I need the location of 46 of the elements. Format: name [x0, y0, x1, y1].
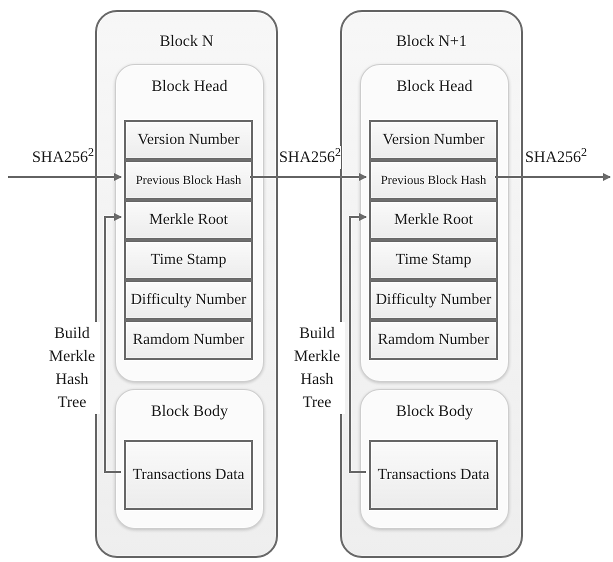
block-container [95, 10, 278, 558]
field-label: Merkle Root [149, 210, 228, 230]
arrow [250, 173, 367, 181]
field-box [369, 120, 498, 160]
section-title: Block Head [396, 77, 474, 97]
field-label: Previous Block Hash [136, 172, 242, 189]
field-box [124, 280, 253, 320]
field-label: Difficulty Number [130, 290, 246, 310]
field-label: Previous Block Hash [380, 172, 486, 189]
field-box [369, 280, 498, 320]
arrow [104, 213, 122, 473]
edge-label: SHA256$^{2}$ [279, 146, 342, 169]
field-box [124, 440, 253, 510]
arrow [495, 173, 611, 181]
section-panel [115, 64, 264, 382]
field-box [124, 160, 253, 200]
field-label: Time Stamp [396, 250, 472, 270]
field-box [369, 240, 498, 280]
field-box [124, 320, 253, 360]
arrow [8, 173, 122, 181]
field-label: Transactions Data [132, 465, 244, 486]
field-box [369, 200, 498, 240]
field-label: Version Number [137, 130, 240, 150]
field-box [369, 160, 498, 200]
field-label: Difficulty Number [376, 290, 492, 310]
section-title: Block Body [150, 402, 229, 422]
field-label: Transactions Data [378, 465, 490, 486]
section-title: Block N [158, 32, 214, 52]
field-box [124, 120, 253, 160]
section-panel [360, 64, 509, 382]
field-box [369, 440, 498, 510]
field-box [124, 200, 253, 240]
field-label: Ramdom Number [132, 330, 244, 350]
section-title: Block Body [395, 402, 474, 422]
field-label: Time Stamp [150, 250, 226, 270]
section-title: Block N+1 [395, 32, 468, 52]
arrow [349, 213, 367, 473]
section-panel [115, 389, 264, 529]
field-label: Ramdom Number [378, 330, 490, 350]
field-box [124, 240, 253, 280]
field-box [369, 320, 498, 360]
field-label: Version Number [382, 130, 485, 150]
block-container [340, 10, 523, 558]
section-title: Block Head [150, 77, 228, 97]
section-panel [360, 389, 509, 529]
field-label: Merkle Root [394, 210, 473, 230]
